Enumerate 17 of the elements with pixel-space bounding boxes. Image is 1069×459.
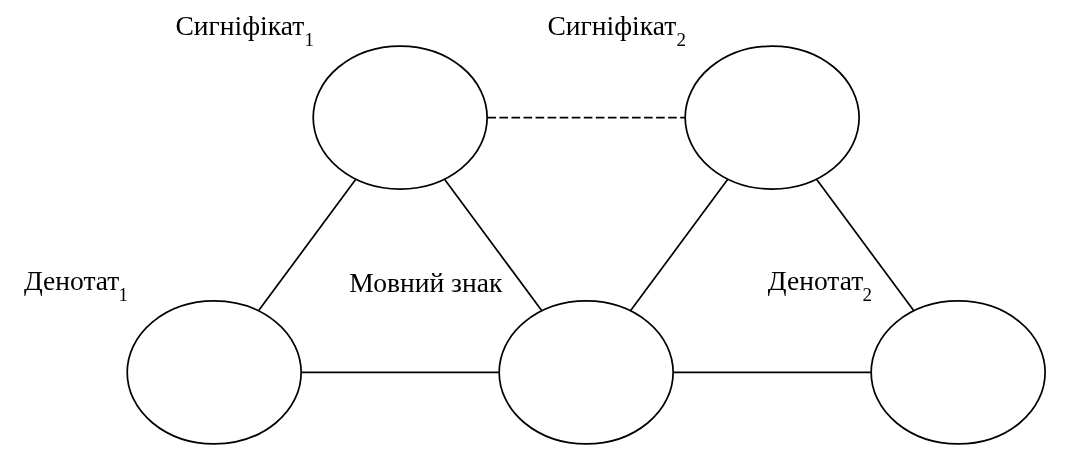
node-label: Сигніфікат$_{1}$	[175, 10, 315, 50]
node-label: Денотат$_{2}$	[767, 265, 873, 305]
connector	[257, 178, 357, 312]
connector	[443, 178, 543, 312]
connector	[300, 371, 500, 374]
node-ellipse	[684, 45, 860, 190]
node-label: Денотат$_{1}$	[23, 265, 129, 305]
node-ellipse	[312, 45, 488, 190]
node-ellipse	[126, 300, 302, 445]
connector	[486, 116, 686, 119]
node-ellipse	[870, 300, 1046, 445]
node-label: Мовний знак	[349, 267, 503, 299]
connector	[629, 178, 729, 312]
connector	[815, 178, 915, 312]
connector	[672, 371, 872, 374]
node-label: Сигніфікат$_{2}$	[547, 10, 687, 50]
node-ellipse	[498, 300, 674, 445]
